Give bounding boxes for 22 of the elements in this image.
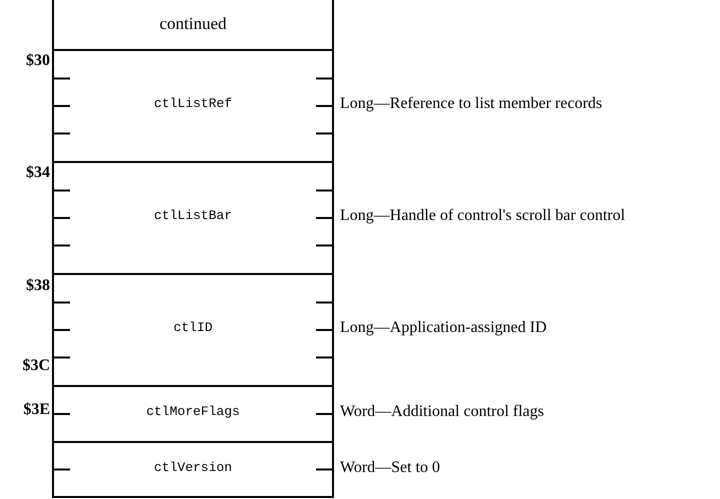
field-name: ctlMoreFlags bbox=[146, 404, 240, 419]
record-field bbox=[52, 49, 334, 163]
field-name: ctlListBar bbox=[154, 208, 232, 223]
field-description: Word—Set to 0 bbox=[340, 458, 440, 476]
field-name: ctlListRef bbox=[154, 96, 232, 111]
record-field bbox=[52, 441, 334, 498]
field-name: ctlVersion bbox=[154, 460, 232, 474]
field-name: ctlID bbox=[174, 320, 212, 335]
continuation-band bbox=[52, 0, 334, 51]
field-description: Long—Application-assigned ID bbox=[340, 319, 547, 337]
offset-label: $30 bbox=[26, 52, 50, 70]
field-description: Long—Handle of control's scroll bar control bbox=[340, 207, 626, 225]
record-field bbox=[52, 273, 334, 387]
field-description: Word—Additional control flags bbox=[340, 403, 544, 421]
record-field bbox=[52, 161, 334, 275]
offset-label: $3E bbox=[23, 401, 50, 419]
record-field bbox=[52, 385, 334, 443]
field-description: Long—Reference to list member records bbox=[340, 95, 602, 113]
offset-label: $3C bbox=[22, 357, 50, 375]
offset-label: $34 bbox=[26, 164, 50, 182]
offset-label: $38 bbox=[26, 277, 50, 295]
continuation-label: continued bbox=[159, 14, 227, 34]
